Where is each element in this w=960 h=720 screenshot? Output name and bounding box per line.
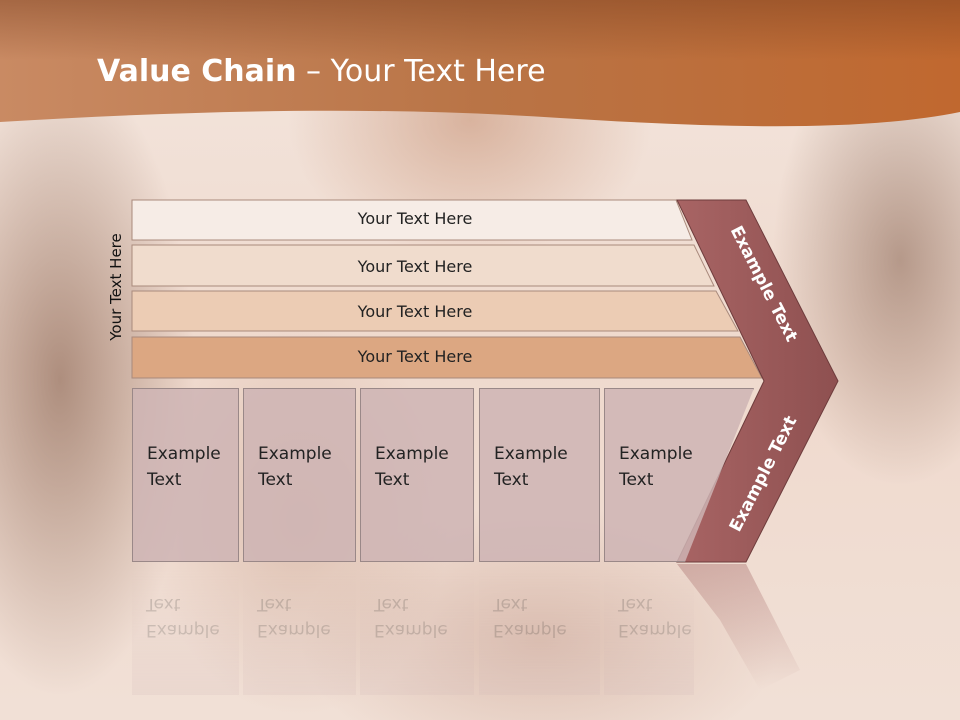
chevron-reflection: [677, 564, 800, 690]
bar-3-label: Your Text Here: [357, 302, 473, 321]
box-1-reflection-line2: Text: [146, 594, 181, 614]
chevron-arrow: [676, 199, 839, 563]
box-3-reflection: Example Text: [360, 565, 474, 695]
box-4-reflection: Example Text: [479, 565, 600, 695]
title-bold: Value Chain: [97, 54, 297, 89]
box-3-reflection-line2: Text: [374, 594, 409, 614]
slide-title: Value Chain – Your Text Here: [97, 54, 546, 89]
box-5-reflection-line1: Example: [618, 620, 692, 640]
bar-4: [131, 336, 763, 379]
box-3-line2: Text: [375, 470, 410, 490]
bar-2: [131, 244, 715, 287]
box-1-reflection: Example Text: [132, 565, 239, 695]
box-4-reflection-line1: Example: [493, 620, 567, 640]
box-5-line1: Example: [619, 444, 693, 464]
bar-1: [131, 199, 693, 241]
box-1-line1: Example: [147, 444, 221, 464]
box-2-reflection: Example Text: [243, 565, 356, 695]
box-2-line1: Example: [258, 444, 332, 464]
box-3-reflection-line1: Example: [374, 620, 448, 640]
box-1-reflection-line1: Example: [146, 620, 220, 640]
box-2-reflection-line2: Text: [257, 594, 292, 614]
title-rest: – Your Text Here: [296, 54, 546, 89]
box-5-reflection: Example Text: [604, 565, 694, 695]
box-5-reflection-line2: Text: [618, 594, 653, 614]
box-2-line2: Text: [258, 470, 293, 490]
box-4-line1: Example: [494, 444, 568, 464]
bar-1-label: Your Text Here: [357, 209, 473, 228]
bar-4-label: Your Text Here: [357, 347, 473, 366]
example-box-4: Example Text: [479, 388, 600, 562]
box-1-line2: Text: [147, 470, 182, 490]
bar-3: [131, 290, 739, 332]
box-3-line1: Example: [375, 444, 449, 464]
example-box-1: Example Text: [132, 388, 239, 562]
box-4-reflection-line2: Text: [493, 594, 528, 614]
title-band: [0, 0, 960, 127]
example-box-2: Example Text: [243, 388, 356, 562]
bar-2-label: Your Text Here: [357, 257, 473, 276]
box-2-reflection-line1: Example: [257, 620, 331, 640]
example-box-3: Example Text: [360, 388, 474, 562]
box-5-line2: Text: [619, 470, 654, 490]
box-4-line2: Text: [494, 470, 529, 490]
